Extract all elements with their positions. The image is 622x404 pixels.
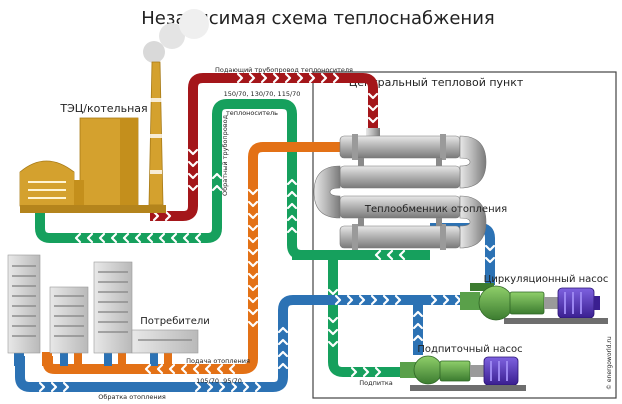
makeup-pump <box>400 355 526 391</box>
heating-return-pipe <box>15 295 478 392</box>
heating-supply-pipe <box>43 142 340 374</box>
makeup-pipe <box>292 250 402 377</box>
central-heating-point-frame <box>312 71 617 399</box>
consumers-label: Потребители <box>140 316 210 327</box>
coolant-label: теплоноситель <box>226 109 278 117</box>
chimney <box>148 61 164 206</box>
heating-supply-label: Подача отопления <box>186 357 250 365</box>
chp-base <box>20 205 166 213</box>
central-heating-point-label: Центральный тепловой пункт <box>349 76 524 89</box>
consumer-connections <box>14 352 172 366</box>
circulation-pump <box>460 283 608 324</box>
supply-main-label: Подающий трубопровод теплоносителя <box>215 66 353 74</box>
makeup-label: Подпитка <box>359 379 393 387</box>
smoke-puff <box>143 41 165 63</box>
consumer-buildings <box>7 254 199 354</box>
makeup-pump-label: Подпиточный насос <box>417 344 522 355</box>
heat-exchanger <box>313 128 487 250</box>
primary-supply-pipe <box>150 73 378 221</box>
watermark: © energoworld.ru <box>606 336 613 390</box>
flow-arrows <box>38 72 496 393</box>
circulation-pump-label: Циркуляционный насос <box>484 274 609 285</box>
heating-temps-label: 105/70, 95/70 <box>196 377 242 385</box>
supply-temps-label: 150/70, 130/70, 115/70 <box>224 90 301 98</box>
chp-plant <box>19 9 209 213</box>
diagram-title: Независимая схема теплоснабжения <box>141 8 494 29</box>
chp-label: ТЭЦ/котельная <box>59 102 147 115</box>
heating-return-label: Обратка отопления <box>98 393 166 401</box>
heat-exchanger-label: Теплообменник отопления <box>364 204 507 215</box>
primary-return-pipe <box>35 99 430 260</box>
return-main-label: Обратный трубопровод <box>221 114 229 196</box>
